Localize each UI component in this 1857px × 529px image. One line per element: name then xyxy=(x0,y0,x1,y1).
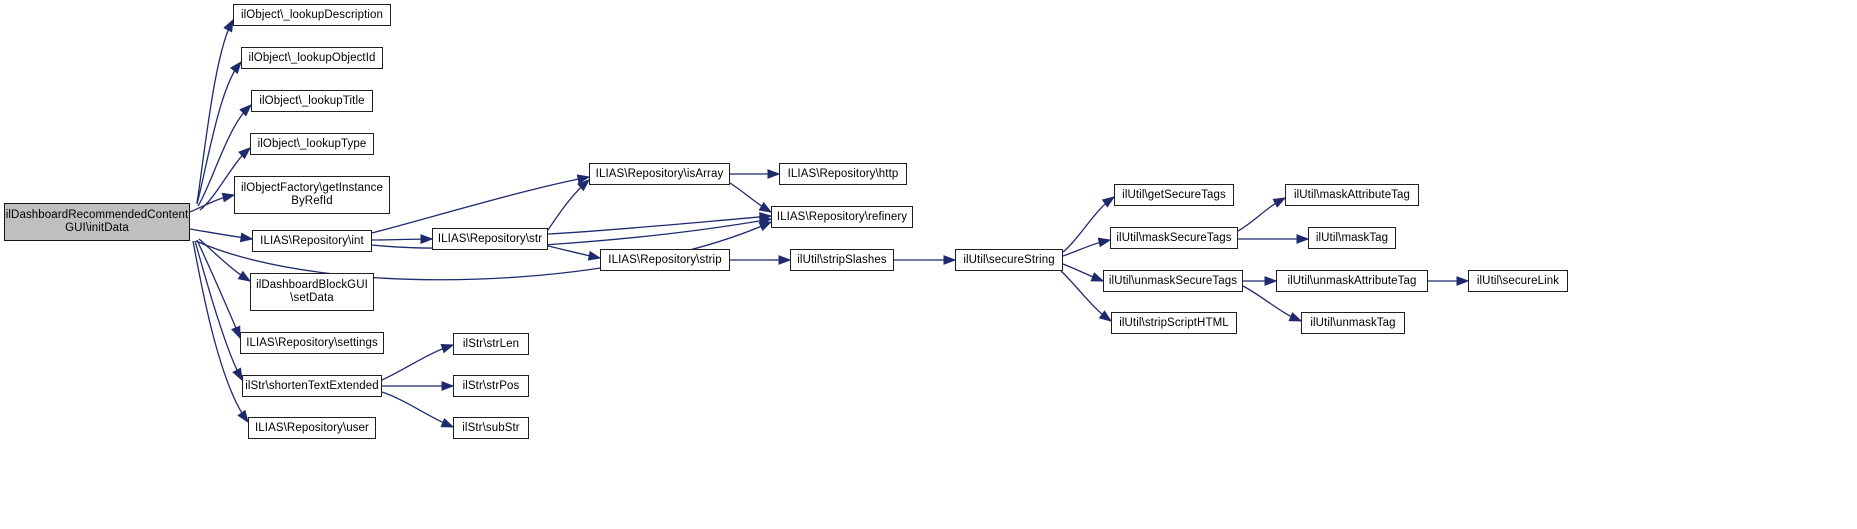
graph-node-getSecureTags[interactable]: ilUtil\getSecureTags xyxy=(1114,184,1234,206)
graph-node-repoStr[interactable]: ILIAS\Repository\str xyxy=(432,228,548,250)
edge-root-to-setData xyxy=(198,238,252,282)
graph-node-stripSlashes[interactable]: ilUtil\stripSlashes xyxy=(790,249,894,271)
edge-repoInt-to-repoStr xyxy=(371,234,434,244)
edge-stripSlashes-to-secureString xyxy=(894,255,957,265)
edge-secureString-to-getSecureTags xyxy=(1062,196,1116,253)
edge-secureString-to-maskSecureTags xyxy=(1062,237,1112,257)
edge-repoStr-to-repoIsArray xyxy=(547,179,591,231)
edge-shortenTextExtended-to-strPos xyxy=(382,381,455,391)
graph-node-unmaskTag[interactable]: ilUtil\unmaskTag xyxy=(1301,312,1405,334)
edge-maskSecureTags-to-maskAttributeTag xyxy=(1237,197,1287,232)
edge-root-to-repoSettings xyxy=(196,239,241,340)
edge-repoIsArray-to-repoHttp xyxy=(730,169,781,179)
graph-node-maskTag[interactable]: ilUtil\maskTag xyxy=(1308,227,1396,249)
edge-secureString-to-unmaskSecureTags xyxy=(1062,263,1105,282)
graph-node-unmaskAttributeTag[interactable]: ilUtil\unmaskAttributeTag xyxy=(1276,270,1428,292)
graph-node-repoSettings[interactable]: ILIAS\Repository\settings xyxy=(240,332,384,354)
edge-unmaskSecureTags-to-unmaskAttributeTag xyxy=(1243,276,1278,286)
graph-node-strLen[interactable]: ilStr\strLen xyxy=(453,333,529,355)
edge-shortenTextExtended-to-subStr xyxy=(381,391,455,428)
graph-node-repoRefinery[interactable]: ILIAS\Repository\refinery xyxy=(771,206,913,228)
edge-repoStr-to-repoStrip xyxy=(547,245,602,261)
edge-root-to-getInstanceByRefId xyxy=(189,192,236,213)
graph-node-repoInt[interactable]: ILIAS\Repository\int xyxy=(252,230,372,252)
edge-repoIsArray-to-repoRefinery xyxy=(729,182,773,213)
edge-root-to-repoInt xyxy=(189,228,254,243)
graph-node-shortenTextExtended[interactable]: ilStr\shortenTextExtended xyxy=(242,375,382,397)
edge-root-to-shortenTextExtended xyxy=(194,240,243,382)
graph-node-maskSecureTags[interactable]: ilUtil\maskSecureTags xyxy=(1110,227,1238,249)
graph-node-secureString[interactable]: ilUtil\secureString xyxy=(955,249,1063,271)
graph-node-lookupObjectId[interactable]: ilObject\_lookupObjectId xyxy=(241,47,383,69)
graph-node-secureLink[interactable]: ilUtil\secureLink xyxy=(1468,270,1568,292)
graph-node-repoUser[interactable]: ILIAS\Repository\user xyxy=(248,417,376,439)
edge-maskSecureTags-to-maskTag xyxy=(1238,234,1310,244)
graph-node-lookupDescription[interactable]: ilObject\_lookupDescription xyxy=(233,4,391,26)
graph-node-repoIsArray[interactable]: ILIAS\Repository\isArray xyxy=(589,163,730,185)
edge-repoStr-to-repoRefinery xyxy=(547,212,773,235)
edge-repoStrip-to-stripSlashes xyxy=(730,255,792,265)
graph-node-repoHttp[interactable]: ILIAS\Repository\http xyxy=(779,163,907,185)
graph-node-strPos[interactable]: ilStr\strPos xyxy=(453,375,529,397)
graph-node-repoStrip[interactable]: ILIAS\Repository\strip xyxy=(600,249,730,271)
edge-repoInt-to-repoIsArray xyxy=(371,174,591,234)
graph-node-getInstanceByRefId[interactable]: ilObjectFactory\getInstance ByRefId xyxy=(234,176,390,214)
graph-node-unmaskSecureTags[interactable]: ilUtil\unmaskSecureTags xyxy=(1103,270,1243,292)
graph-node-lookupType[interactable]: ilObject\_lookupType xyxy=(250,133,374,155)
edge-root-to-lookupDescription xyxy=(196,18,234,204)
graph-node-root[interactable]: ilDashboardRecommendedContent GUI\initDa… xyxy=(4,203,190,241)
graph-node-stripScriptHTML[interactable]: ilUtil\stripScriptHTML xyxy=(1111,312,1237,334)
edge-unmaskAttributeTag-to-secureLink xyxy=(1428,276,1470,286)
graph-node-setData[interactable]: ilDashboardBlockGUI \setData xyxy=(250,273,374,311)
graph-node-lookupTitle[interactable]: ilObject\_lookupTitle xyxy=(251,90,373,112)
edge-shortenTextExtended-to-strLen xyxy=(381,344,455,381)
graph-node-subStr[interactable]: ilStr\subStr xyxy=(453,417,529,439)
graph-node-maskAttributeTag[interactable]: ilUtil\maskAttributeTag xyxy=(1285,184,1419,206)
